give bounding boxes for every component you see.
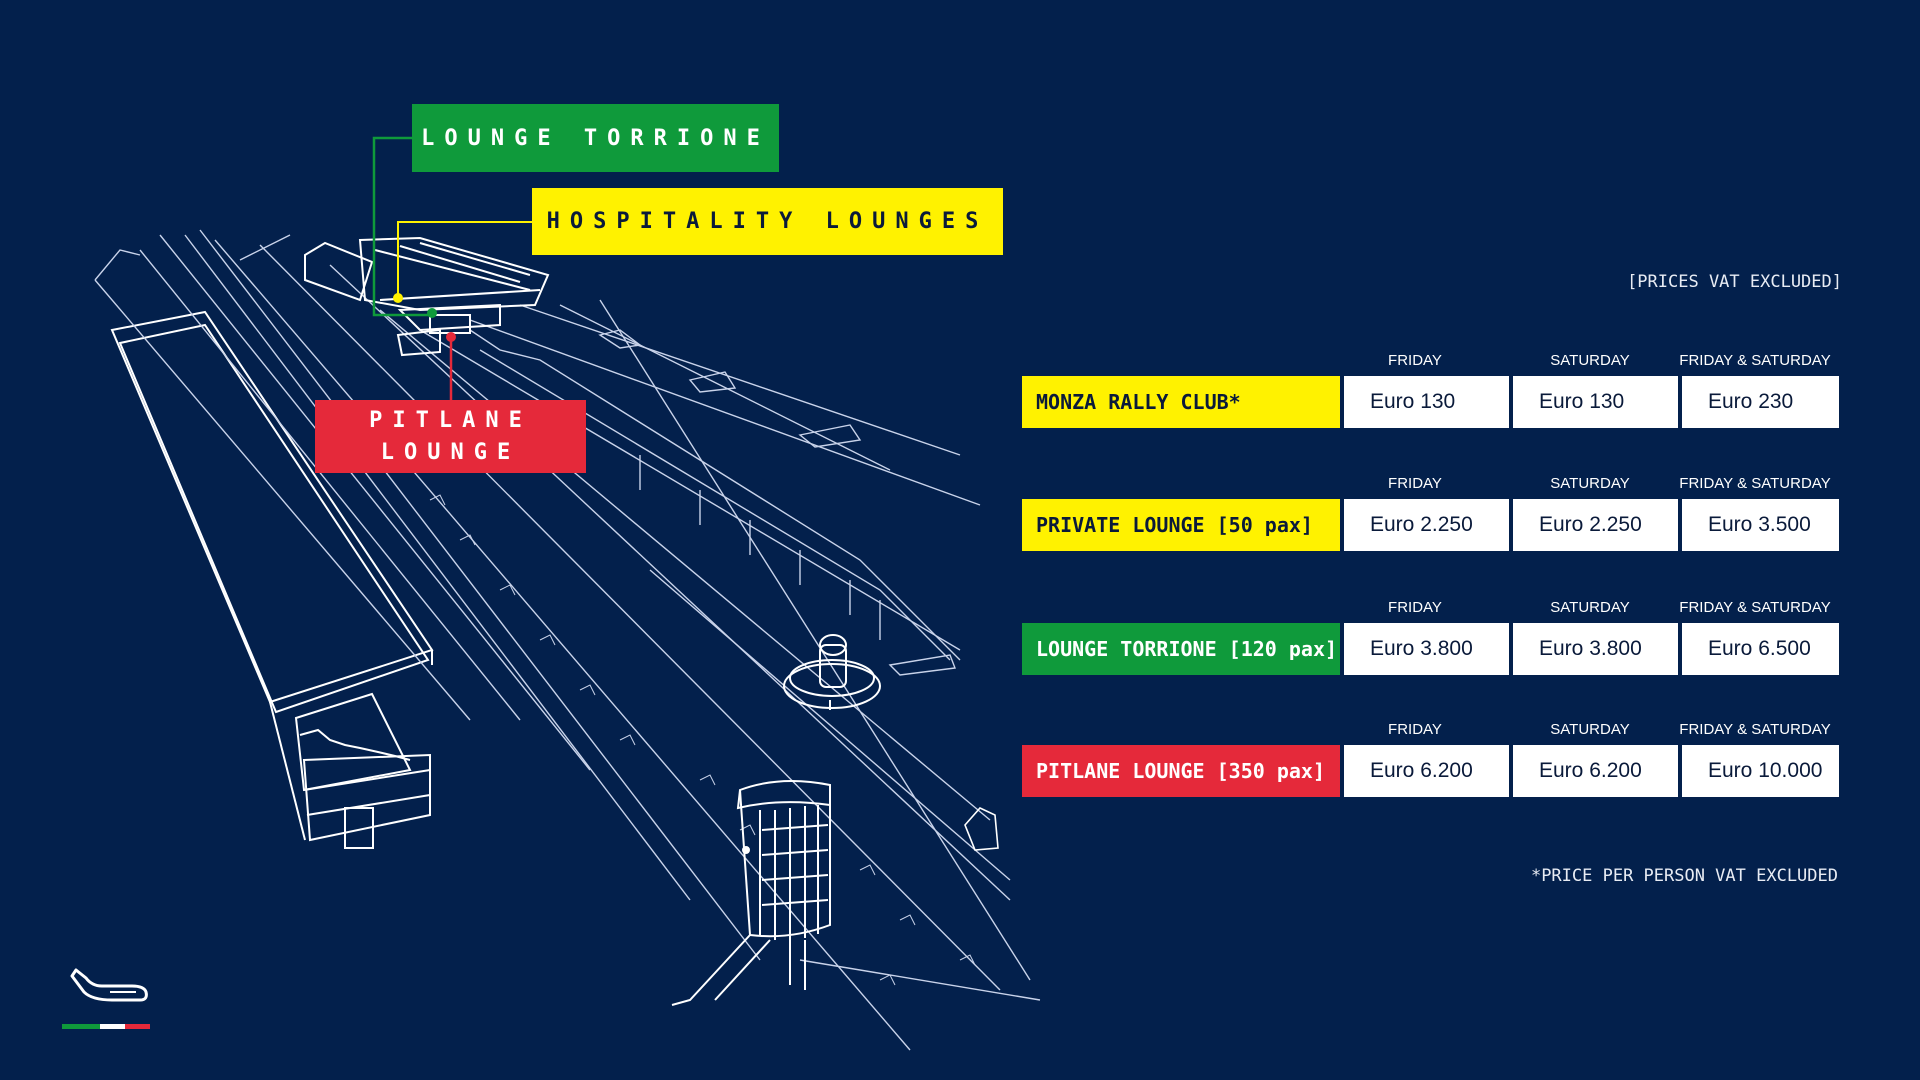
package-name: LOUNGE TORRIONE [120 pax] xyxy=(1022,623,1340,675)
column-header: SATURDAY xyxy=(1550,721,1630,738)
price-cell: Euro 3.800 xyxy=(1513,623,1678,675)
hospitality-building xyxy=(304,236,550,357)
price-cell: Euro 2.250 xyxy=(1513,499,1678,551)
price-row: FRIDAY SATURDAY FRIDAY & SATURDAY LOUNGE TO… xyxy=(1022,599,1842,689)
callout-hospitality-lounges: HOSPITALITY LOUNGES xyxy=(532,188,1003,255)
column-header: SATURDAY xyxy=(1550,475,1630,492)
price-cell: Euro 2.250 xyxy=(1344,499,1509,551)
right-structure xyxy=(964,807,999,851)
pit-building xyxy=(469,329,961,676)
callout-lounge-torrione: LOUNGE TORRIONE xyxy=(412,104,779,172)
column-header: FRIDAY xyxy=(1388,475,1442,492)
price-cell: Euro 6.500 xyxy=(1682,623,1839,675)
monza-circuit-logo-icon xyxy=(62,968,150,1029)
callout-pitlane-line2: LOUNGE xyxy=(380,439,521,465)
price-row: FRIDAY SATURDAY FRIDAY & SATURDAY MONZA RAL… xyxy=(1022,352,1842,442)
column-header: FRIDAY xyxy=(1388,721,1442,738)
price-row: FRIDAY SATURDAY FRIDAY & SATURDAY PRIVATE L… xyxy=(1022,475,1842,565)
price-cell: Euro 6.200 xyxy=(1513,745,1678,797)
column-header: SATURDAY xyxy=(1550,352,1630,369)
tower xyxy=(671,780,831,1006)
price-cell: Euro 10.000 xyxy=(1682,745,1839,797)
vat-excluded-note: [PRICES VAT EXCLUDED] xyxy=(1627,272,1842,292)
package-name: PRIVATE LOUNGE [50 pax] xyxy=(1022,499,1340,551)
column-header: FRIDAY & SATURDAY xyxy=(1679,721,1831,738)
price-row: FRIDAY SATURDAY FRIDAY & SATURDAY PITLANE L… xyxy=(1022,721,1842,811)
column-header: FRIDAY xyxy=(1388,352,1442,369)
column-header: FRIDAY & SATURDAY xyxy=(1679,599,1831,616)
column-header: FRIDAY xyxy=(1388,599,1442,616)
monument xyxy=(783,634,881,710)
callout-pitlane-lounge: PITLANE LOUNGE xyxy=(315,400,586,473)
price-cell: Euro 3.800 xyxy=(1344,623,1509,675)
callout-connectors xyxy=(372,136,532,400)
price-cell: Euro 230 xyxy=(1682,376,1839,428)
package-name: MONZA RALLY CLUB* xyxy=(1022,376,1340,428)
price-cell: Euro 6.200 xyxy=(1344,745,1509,797)
price-cell: Euro 3.500 xyxy=(1682,499,1839,551)
callout-pitlane-line1: PITLANE xyxy=(369,407,532,433)
grandstand-left xyxy=(110,310,434,849)
price-cell: Euro 130 xyxy=(1344,376,1509,428)
per-person-note: *PRICE PER PERSON VAT EXCLUDED xyxy=(1530,866,1838,886)
italian-flag-stripe-icon xyxy=(62,1024,150,1029)
price-cell: Euro 130 xyxy=(1513,376,1678,428)
track-lines xyxy=(94,229,1041,1051)
column-header: FRIDAY & SATURDAY xyxy=(1679,475,1831,492)
column-header: FRIDAY & SATURDAY xyxy=(1679,352,1831,369)
column-header: SATURDAY xyxy=(1550,599,1630,616)
package-name: PITLANE LOUNGE [350 pax] xyxy=(1022,745,1340,797)
